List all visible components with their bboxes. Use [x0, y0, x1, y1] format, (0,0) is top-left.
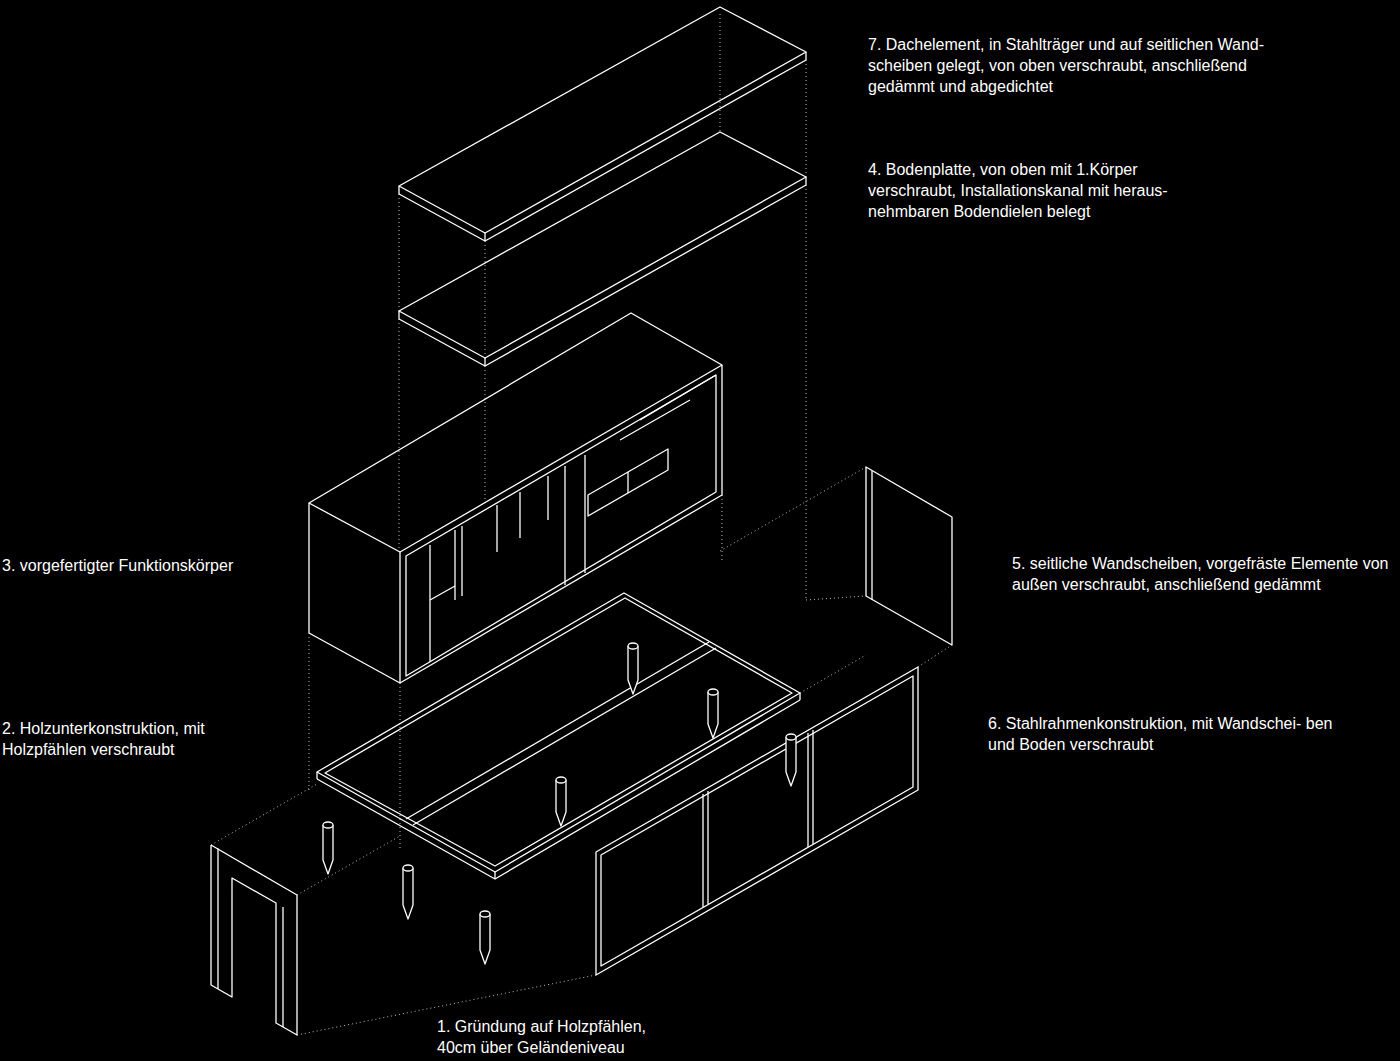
- guide-lines: [211, 14, 952, 1035]
- callout-label: 4. Bodenplatte, von oben mit 1.Körper ve…: [868, 159, 1213, 222]
- callout-label: 3. vorgefertigter Funktionskörper: [2, 555, 233, 576]
- callout-label: 1. Gründung auf Holzpfählen, 40cm über G…: [437, 1016, 677, 1058]
- callout-label: 6. Stahlrahmenkonstruktion, mit Wandsche…: [988, 713, 1348, 755]
- building-parts: [211, 7, 952, 1035]
- callout-label: 7. Dachelement, in Stahlträger und auf s…: [868, 34, 1318, 97]
- timber-piles: [323, 643, 796, 964]
- callout-label: 2. Holzunterkonstruktion, mit Holzpfähle…: [2, 718, 237, 760]
- callout-label: 5. seitliche Wandscheiben, vorgefräste E…: [1012, 553, 1396, 595]
